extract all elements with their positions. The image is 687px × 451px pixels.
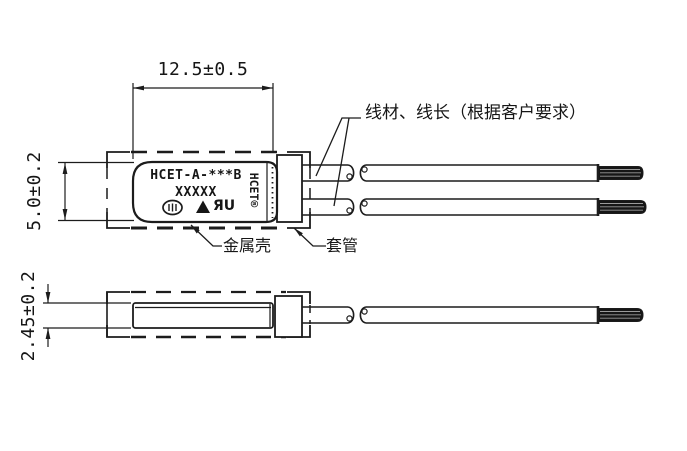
dimension-height-side-lines: [43, 284, 131, 347]
body-model-text: HCET-A-***B: [150, 168, 242, 183]
side-view-wire: [302, 306, 600, 324]
body-code-text: XXXXX: [175, 185, 217, 200]
top-view-wire-upper-stripped-end: [598, 166, 644, 180]
sleeve-leader: [293, 227, 326, 247]
ul-mark-icon: ЯU: [213, 198, 236, 214]
dimension-width-label: 12.5±0.5: [157, 59, 249, 80]
top-view-wire-lower: [302, 198, 600, 216]
dimension-width-lines: [132, 83, 274, 159]
side-view-body: [132, 302, 274, 329]
wire-label-leader: [315, 117, 361, 207]
metal-shell-leader: [190, 224, 222, 247]
side-view-sleeve: [274, 295, 303, 338]
ccc-mark-icon: [162, 199, 183, 216]
top-view-wire-lower-stripped-end: [598, 200, 647, 214]
side-view-shell-dashed-outline: [106, 290, 311, 339]
side-view-wire-stripped-end: [598, 308, 644, 322]
body-brand-text: HCET®: [247, 172, 261, 208]
top-view-sleeve: [276, 154, 303, 223]
wire-spec-label: 线材、线长（根据客户要求）: [365, 103, 586, 123]
triangle-mark-icon: [196, 200, 210, 213]
top-view-wire-upper: [302, 164, 600, 182]
metal-shell-label: 金属壳: [223, 236, 272, 255]
sleeve-label: 套管: [326, 236, 359, 255]
dimension-height-top-lines: [58, 161, 134, 222]
dimension-height-side-label: 2.45±0.2: [18, 270, 39, 362]
